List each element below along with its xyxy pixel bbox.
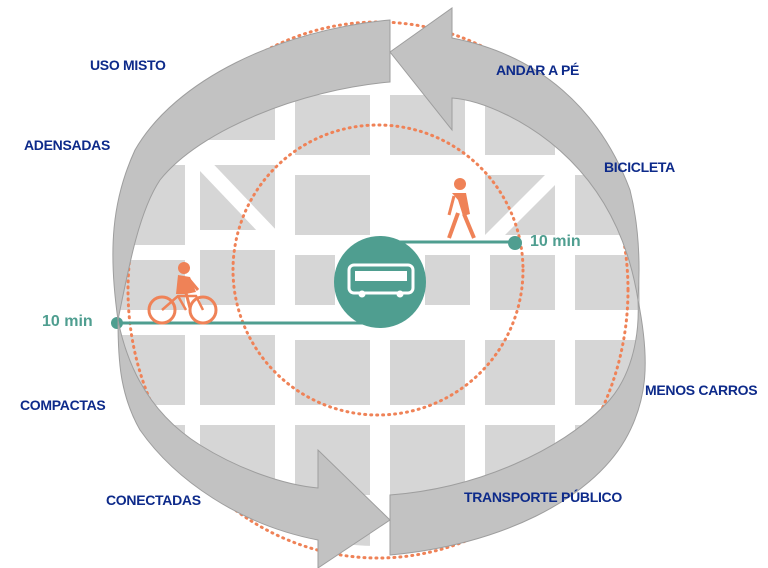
- label-conectadas: CONECTADAS: [106, 492, 201, 508]
- top-arrow: [112, 7, 640, 321]
- bike-route-end: [111, 317, 123, 329]
- diagonal-streets: [180, 140, 600, 255]
- label-uso-misto: USO MISTO: [90, 57, 166, 73]
- label-bicicleta: BICICLETA: [604, 159, 675, 175]
- label-adensadas: ADENSADAS: [24, 137, 110, 153]
- label-menos-carros: MENOS CARROS: [645, 382, 758, 398]
- walking-radius-circle: [231, 123, 525, 417]
- label-andar-a-pe: ANDAR A PÉ: [496, 62, 580, 78]
- label-transporte-publico: TRANSPORTE PÚBLICO: [464, 489, 622, 505]
- walk-route-end: [508, 236, 522, 250]
- cyclist-icon: [147, 262, 218, 325]
- walk-time-label: 10 min: [530, 233, 581, 250]
- bottom-arrow: [117, 299, 646, 568]
- bus-icon: [334, 236, 426, 328]
- bike-time-label: 10 min: [42, 313, 93, 330]
- pedestrian-icon: [447, 178, 476, 239]
- label-compactas: COMPACTAS: [20, 397, 106, 413]
